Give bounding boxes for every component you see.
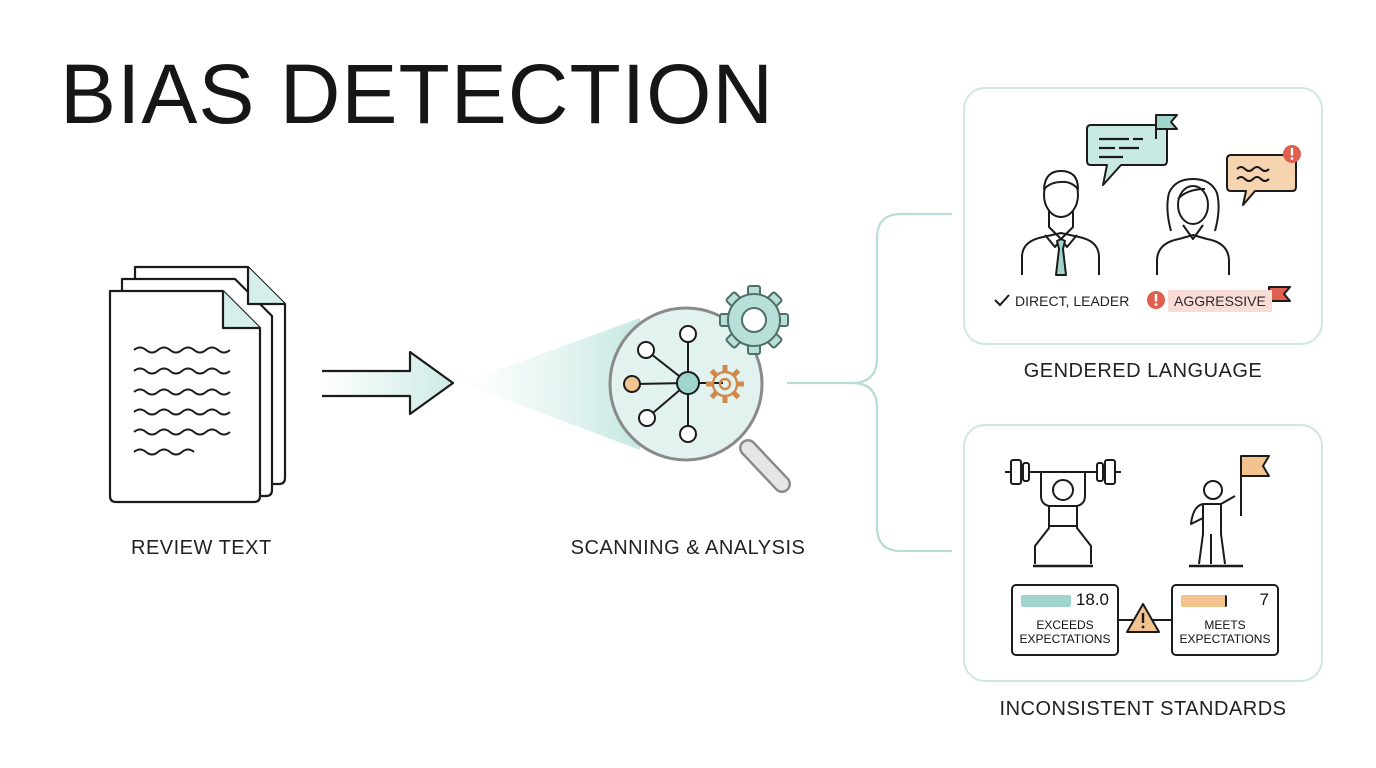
score-value-meets: 7 <box>1259 590 1269 609</box>
page-title: BIAS DETECTION <box>60 47 775 141</box>
warning-speech-bubble-icon <box>1226 154 1297 206</box>
negative-label: AGGRESSIVE <box>1168 290 1272 312</box>
inconsistent-standards-caption: INCONSISTENT STANDARDS <box>999 698 1287 720</box>
check-icon <box>994 294 1010 307</box>
inconsistent-standards-panel: 18.0 EXCEEDS EXPECTATIONS 7 MEETS EXPECT… <box>963 424 1323 682</box>
small-gear-icon <box>706 365 744 403</box>
woman-avatar-icon <box>1156 178 1230 275</box>
weightlifter-icon <box>1005 459 1121 568</box>
gendered-language-panel: DIRECT, LEADER AGGRESSIVE <box>963 87 1323 345</box>
score-card-meets: 7 MEETS EXPECTATIONS <box>1171 584 1279 656</box>
connector-bracket <box>787 212 952 553</box>
red-flag-icon <box>1268 286 1291 311</box>
score-bar-meets <box>1181 595 1227 607</box>
man-avatar-icon <box>1021 170 1100 276</box>
warning-triangle-icon <box>1126 603 1160 633</box>
flag-icon <box>1155 114 1178 139</box>
alert-icon <box>1283 145 1301 163</box>
gendered-language-illustration <box>994 114 1301 311</box>
person-flag-icon <box>1189 455 1270 568</box>
score-value-exceeds: 18.0 <box>1075 590 1109 609</box>
gendered-language-caption: GENDERED LANGUAGE <box>1023 360 1263 382</box>
large-gear-icon <box>719 285 789 355</box>
review-text-caption: REVIEW TEXT <box>131 537 272 559</box>
document-stack-icon <box>108 265 287 504</box>
network-graph-icon <box>623 325 723 443</box>
alert-icon <box>1147 291 1165 309</box>
positive-label: DIRECT, LEADER <box>1015 293 1130 309</box>
scanning-caption: SCANNING & ANALYSIS <box>570 537 806 559</box>
score-label-exceeds: EXCEEDS EXPECTATIONS <box>1019 618 1111 646</box>
score-bar-exceeds <box>1021 595 1071 607</box>
flow-arrow-icon <box>322 350 455 416</box>
scan-beam <box>462 318 640 450</box>
inconsistent-standards-illustration <box>1005 455 1270 633</box>
score-label-meets: MEETS EXPECTATIONS <box>1179 618 1271 646</box>
score-card-exceeds: 18.0 EXCEEDS EXPECTATIONS <box>1011 584 1119 656</box>
